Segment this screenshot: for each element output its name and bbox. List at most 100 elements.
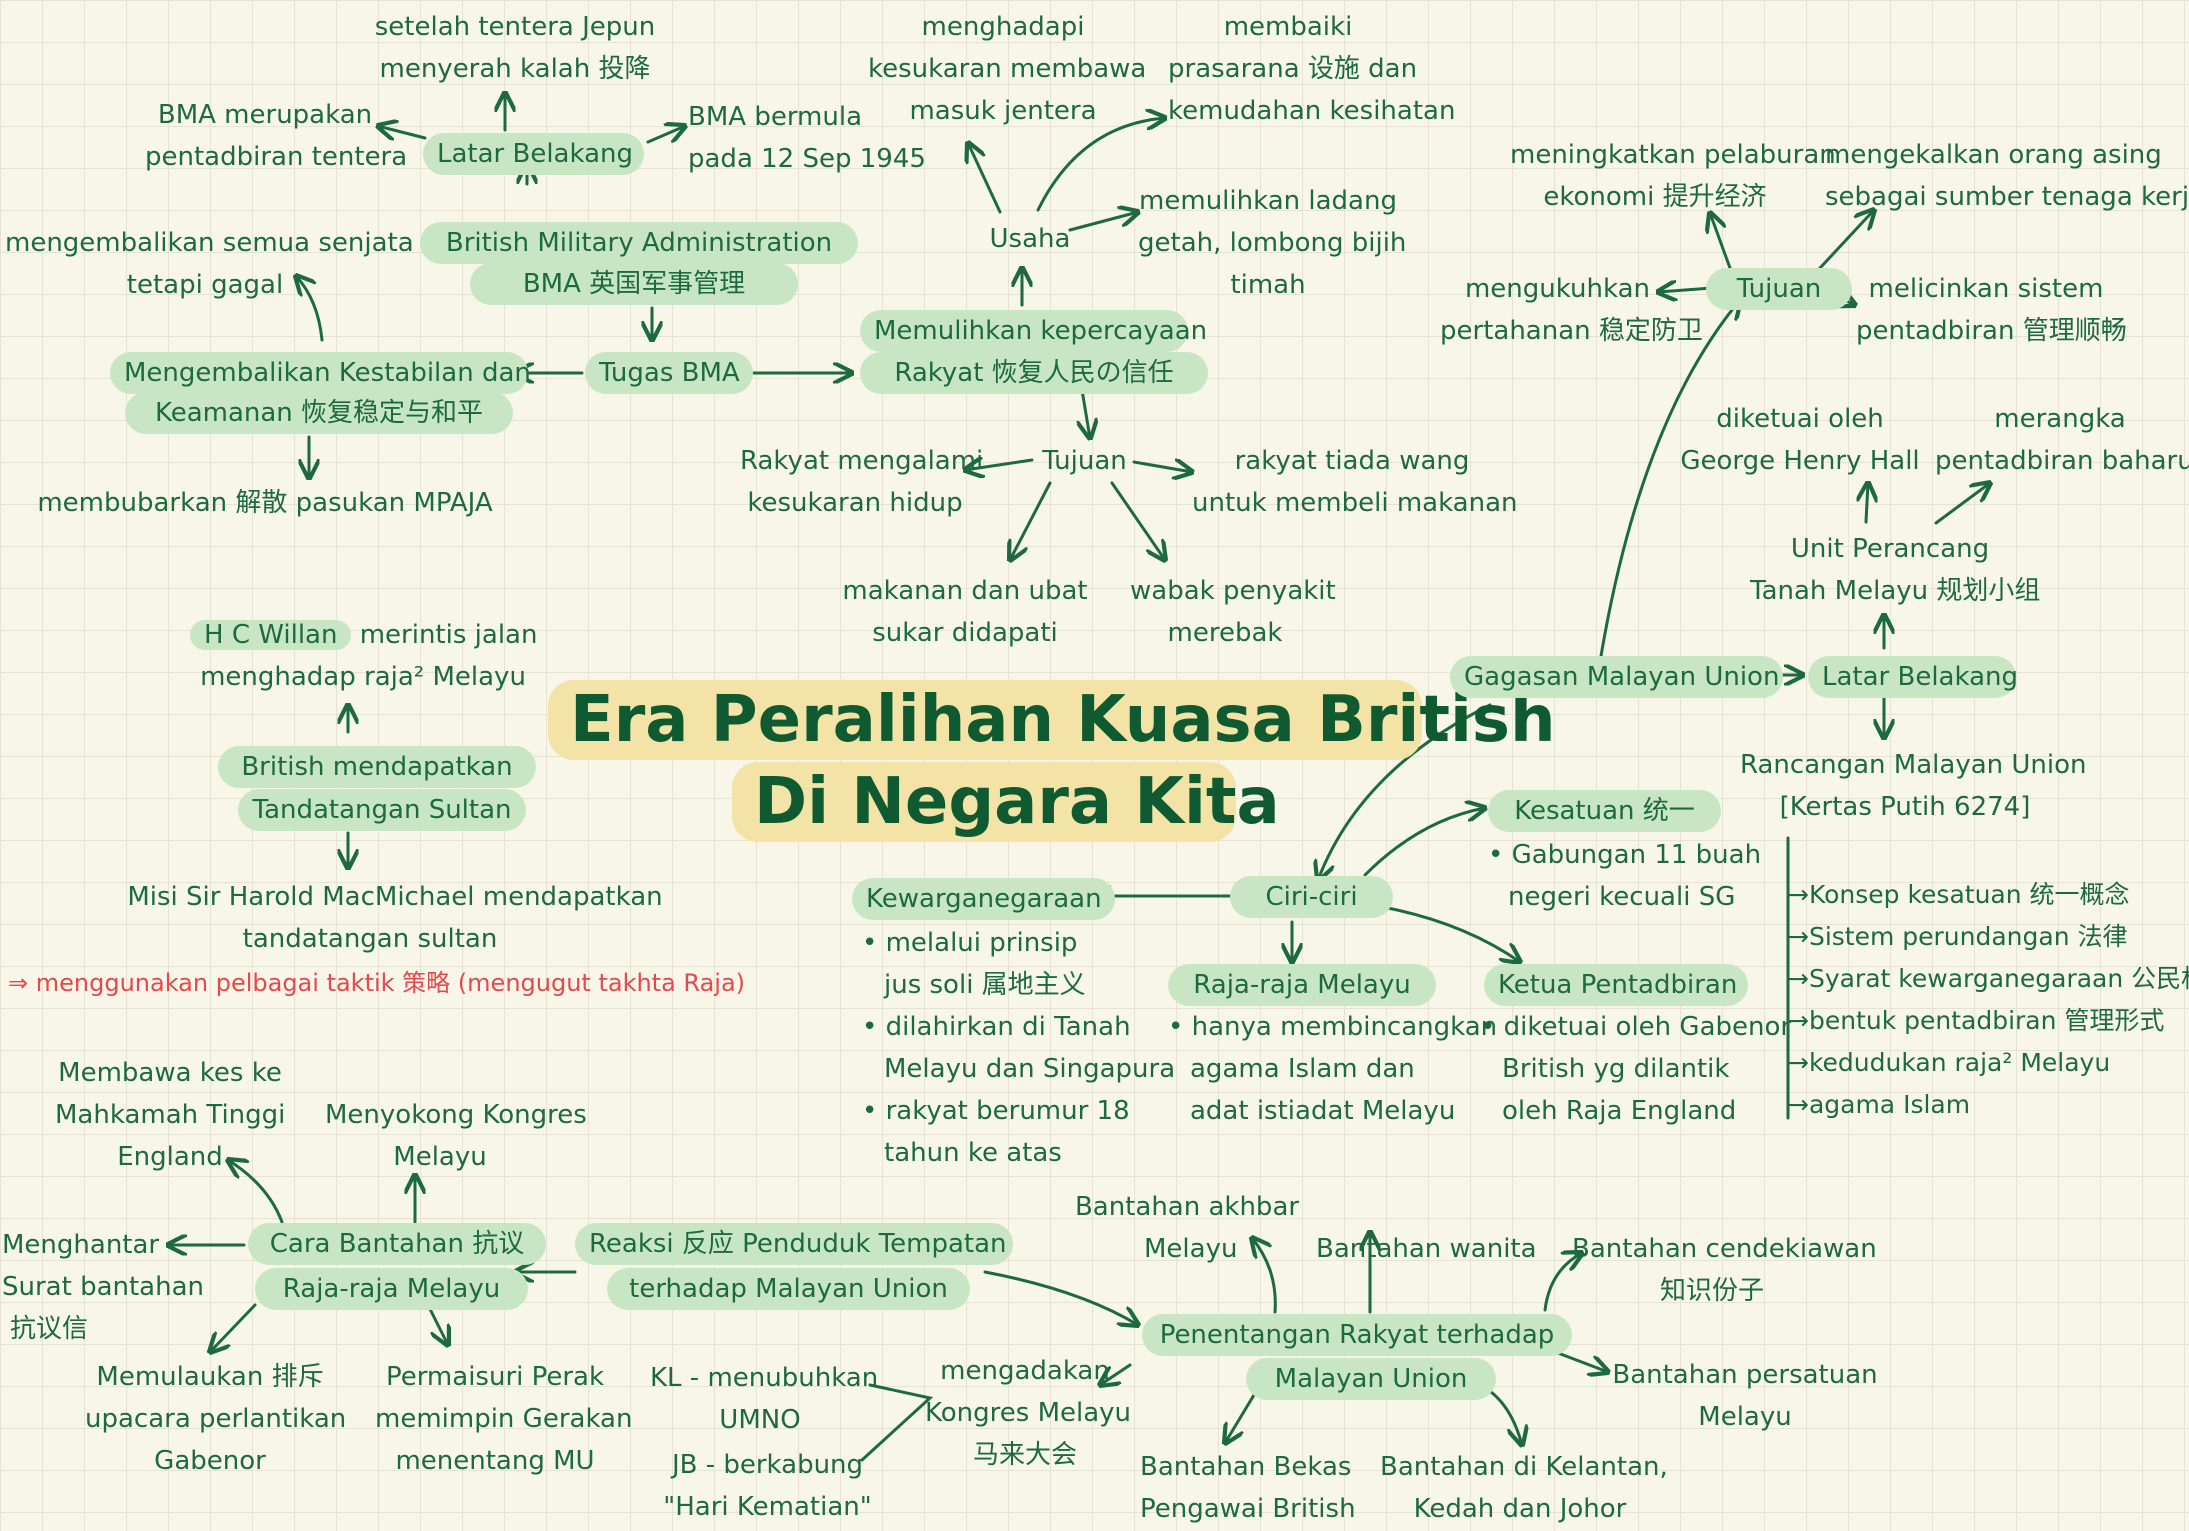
rancangan-item: →kedudukan raja² Melayu [1788, 1048, 2111, 1077]
arrow [1252, 1238, 1277, 1314]
bantahan-wanita-text: Bantahan wanita [1316, 1234, 1537, 1264]
tugas-bma-node: Tugas BMA [585, 352, 753, 394]
arrow [1934, 483, 1990, 525]
mu-tujuan-node: Tujuan [1706, 268, 1852, 310]
arrow [296, 276, 324, 342]
mu-latar-node: Latar Belakang [1808, 656, 2018, 698]
tugas-kestabilan-line2: Keamanan 恢复稳定与和平 [125, 392, 513, 434]
reaksi-node-line2: terhadap Malayan Union [607, 1268, 970, 1310]
arrow [1370, 903, 1520, 962]
arrow [1598, 300, 1740, 664]
bantahan-negeri-text: Bantahan di Kelantan,Kedah dan Johor [1380, 1452, 1668, 1524]
arrow [426, 1303, 448, 1345]
arrow [983, 1270, 1138, 1325]
tandatangan-node-line1: British mendapatkan [218, 746, 536, 788]
ketua-pentadbiran-list: • diketuai oleh Gabenor British yg dilan… [1480, 1012, 1792, 1126]
rancangan-list: →Konsep kesatuan 统一概念 →Sistem perundanga… [1788, 874, 2189, 1126]
rancangan-item: →agama Islam [1788, 1090, 1971, 1119]
rancangan-item: →Sistem perundangan 法律 [1788, 922, 2128, 951]
gagasan-mu-node: Gagasan Malayan Union [1450, 656, 1783, 698]
cara-bantahan-line1: Cara Bantahan 抗议 [248, 1223, 546, 1265]
cara-bantahan-line2: Raja-raja Melayu [255, 1268, 528, 1310]
rancangan-item: →Syarat kewarganegaraan 公民权 [1788, 964, 2189, 993]
rancangan-item: →Konsep kesatuan 统一概念 [1788, 880, 2130, 909]
raja-melayu-list: • hanya membincangkan agama Islam dan ad… [1168, 1012, 1498, 1126]
kesatuan-node: Kesatuan 统一 [1488, 790, 1721, 832]
arrow [1866, 483, 1868, 524]
arrow [210, 1303, 257, 1352]
penentangan-node-line2: Malayan Union [1246, 1358, 1496, 1400]
arrow [1658, 288, 1714, 292]
arrow [968, 143, 1002, 214]
tugas-mpaja-text: membubarkan 解散 pasukan MPAJA [37, 488, 493, 518]
willan-text-line2: menghadap raja² Melayu [200, 662, 526, 692]
bma-tujuan-node: Tujuan [1042, 446, 1127, 476]
tugas-kestabilan-line1: Mengembalikan Kestabilan dan [110, 352, 531, 394]
arrow [378, 126, 427, 138]
arrow [1100, 1363, 1132, 1385]
usaha-node: Usaha [989, 224, 1071, 254]
arrow [965, 460, 1034, 470]
arrow [1543, 1253, 1582, 1312]
arrow [1068, 212, 1138, 232]
kewarganegaraan-node: Kewarganegaraan [852, 878, 1115, 920]
raja-melayu-node: Raja-raja Melayu [1168, 964, 1436, 1006]
ketua-pentadbiran-node: Ketua Pentadbiran [1484, 964, 1748, 1006]
arrow [228, 1160, 284, 1224]
kewarganegaraan-list: • melalui prinsip jus soli 属地主义 • dilahi… [862, 928, 1176, 1168]
taktik-text: ⇒ menggunakan pelbagai taktik 策略 (mengug… [8, 969, 746, 997]
arrow [646, 126, 685, 144]
tandatangan-node-line2: Tandatangan Sultan [238, 789, 526, 831]
main-title-line2: Di Negara Kita [732, 762, 1280, 842]
ciri-ciri-node: Ciri-ciri [1230, 876, 1393, 918]
misi-text-line1: Misi Sir Harold MacMichael mendapatkan [127, 882, 663, 912]
bma-name-line2: BMA 英国军事管理 [470, 263, 798, 305]
bma-name-line1: British Military Administration [420, 222, 858, 264]
misi-text-line2: tandatangan sultan [242, 924, 498, 954]
arrow [1818, 210, 1874, 270]
arrow [1132, 462, 1192, 472]
rancangan-item: →bentuk pentadbiran 管理形式 [1788, 1006, 2165, 1035]
arrow [1318, 703, 1492, 880]
arrow [1010, 481, 1052, 560]
rancangan-mu-text: Rancangan Malayan Union[Kertas Putih 627… [1740, 750, 2087, 822]
tugas-kepercayaan-line1: Memulihkan kepercayaan [860, 310, 1207, 352]
hari-kematian-text: JB - berkabung"Hari Kematian" [663, 1450, 872, 1522]
bma-latar-belakang-node: Latar Belakang [423, 133, 644, 175]
arrow [1036, 118, 1165, 212]
tugas-kepercayaan-line2: Rakyat 恢复人民の信任 [860, 352, 1208, 394]
arrow [1110, 481, 1165, 560]
reaksi-node-line1: Reaksi 反应 Penduduk Tempatan [575, 1223, 1013, 1265]
main-title-line1: Era Peralihan Kuasa British [548, 680, 1556, 760]
willan-text: H C Willan merintis jalan [190, 614, 550, 656]
arrow [1363, 808, 1485, 877]
arrow [1082, 388, 1090, 438]
